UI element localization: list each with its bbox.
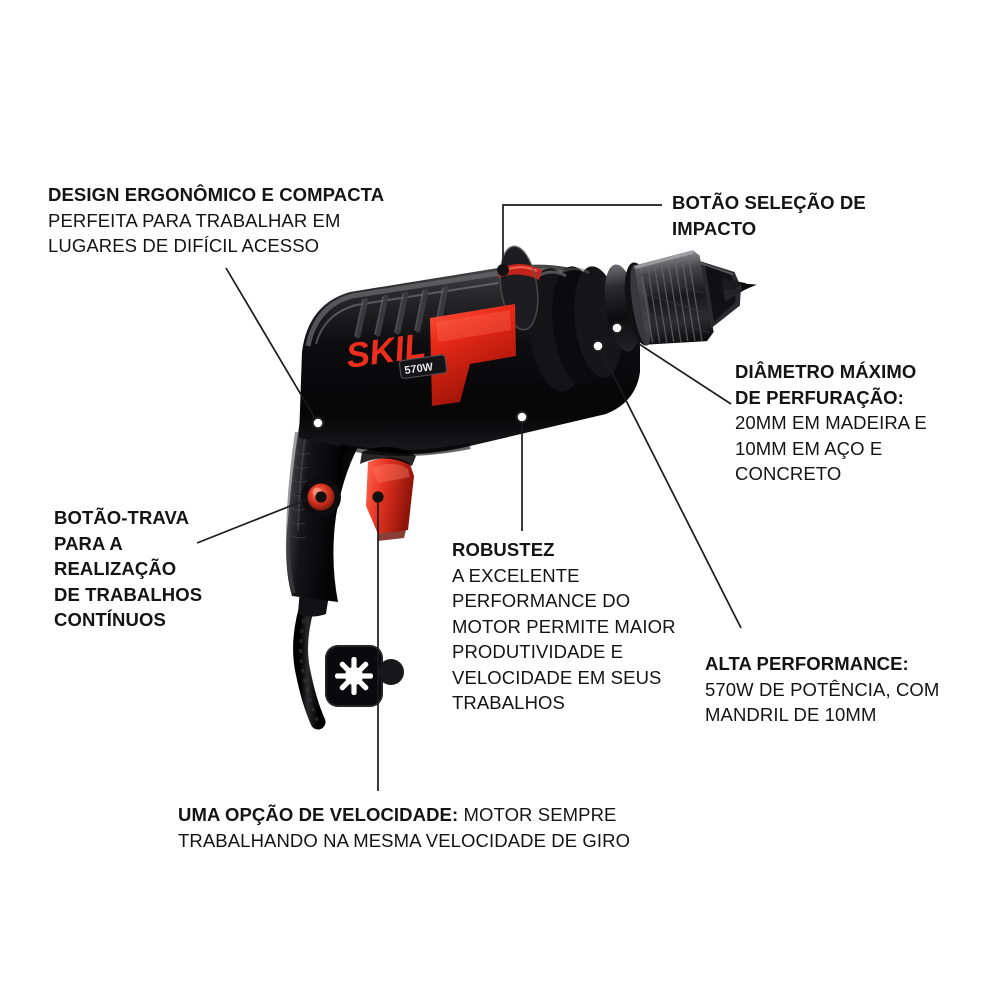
callout-diametro-head2: DE PERFURAÇÃO: — [735, 386, 904, 408]
callout-robustez-line2: PERFORMANCE DO — [452, 590, 631, 611]
callout-impacto-line2: IMPACTO — [672, 217, 757, 239]
power-badge: 570W — [398, 354, 448, 380]
callout-design: DESIGN ERGONÔMICO E COMPACTA PERFEITA PA… — [48, 182, 384, 259]
callout-velocidade-heading: UMA OPÇÃO DE VELOCIDADE: — [178, 804, 459, 825]
callout-performance-line2: MANDRIL DE 10MM — [705, 704, 877, 725]
callout-diametro-head1: DIÂMETRO MÁXIMO — [735, 361, 917, 382]
callout-diametro: DIÂMETRO MÁXIMO DE PERFURAÇÃO: 20MM EM M… — [735, 359, 927, 487]
depth-gauge-tag — [325, 645, 404, 707]
callout-design-line1: PERFEITA PARA TRABALHAR EM — [48, 209, 341, 231]
callout-trava-line4: DE TRABALHOS — [54, 583, 203, 605]
callout-robustez: ROBUSTEZ A EXCELENTE PERFORMANCE DO MOTO… — [452, 537, 676, 716]
callout-impacto: BOTÃO SELEÇÃO DE IMPACTO — [672, 190, 866, 241]
callout-design-heading: DESIGN ERGONÔMICO E COMPACTA — [48, 184, 385, 205]
callout-velocidade: UMA OPÇÃO DE VELOCIDADE: MOTOR SEMPRE TR… — [178, 802, 630, 853]
callout-performance-line1: 570W DE POTÊNCIA, COM — [705, 678, 940, 700]
callout-performance: ALTA PERFORMANCE: 570W DE POTÊNCIA, COM … — [705, 651, 939, 728]
callout-diametro-line3: CONCRETO — [735, 463, 842, 484]
callout-design-line2: LUGARES DE DIFÍCIL ACESSO — [48, 235, 320, 256]
callout-trava-line2: PARA A — [54, 532, 123, 554]
callout-velocidade-inline: MOTOR SEMPRE — [458, 804, 617, 825]
lock-button — [301, 477, 341, 517]
trigger — [366, 457, 414, 541]
callout-robustez-heading: ROBUSTEZ — [452, 539, 555, 560]
red-accent-panel — [430, 304, 516, 406]
callout-impacto-line1: BOTÃO SELEÇÃO DE — [672, 192, 866, 213]
callout-performance-heading: ALTA PERFORMANCE: — [705, 653, 909, 674]
callout-robustez-line5: VELOCIDADE EM SEUS — [452, 666, 662, 688]
callout-robustez-line6: TRABALHOS — [452, 692, 565, 713]
callout-trava: BOTÃO-TRAVA PARA A REALIZAÇÃO DE TRABALH… — [54, 505, 202, 633]
callout-velocidade-line2: TRABALHANDO NA MESMA VELOCIDADE DE GIRO — [178, 829, 631, 851]
callout-diametro-line2: 10MM EM AÇO E — [735, 437, 883, 459]
power-cord — [293, 592, 326, 730]
drill-chuck — [630, 250, 757, 346]
callout-trava-line3: REALIZAÇÃO — [54, 558, 177, 579]
power-badge-label: 570W — [404, 361, 435, 377]
callout-robustez-line1: A EXCELENTE — [452, 564, 580, 586]
callout-trava-line5: CONTÍNUOS — [54, 609, 166, 630]
callout-robustez-line3: MOTOR PERMITE MAIOR — [452, 615, 676, 637]
callout-robustez-line4: PRODUTIVIDADE E — [452, 641, 624, 662]
callout-diametro-line1: 20MM EM MADEIRA E — [735, 412, 927, 433]
callout-trava-line1: BOTÃO-TRAVA — [54, 507, 190, 528]
